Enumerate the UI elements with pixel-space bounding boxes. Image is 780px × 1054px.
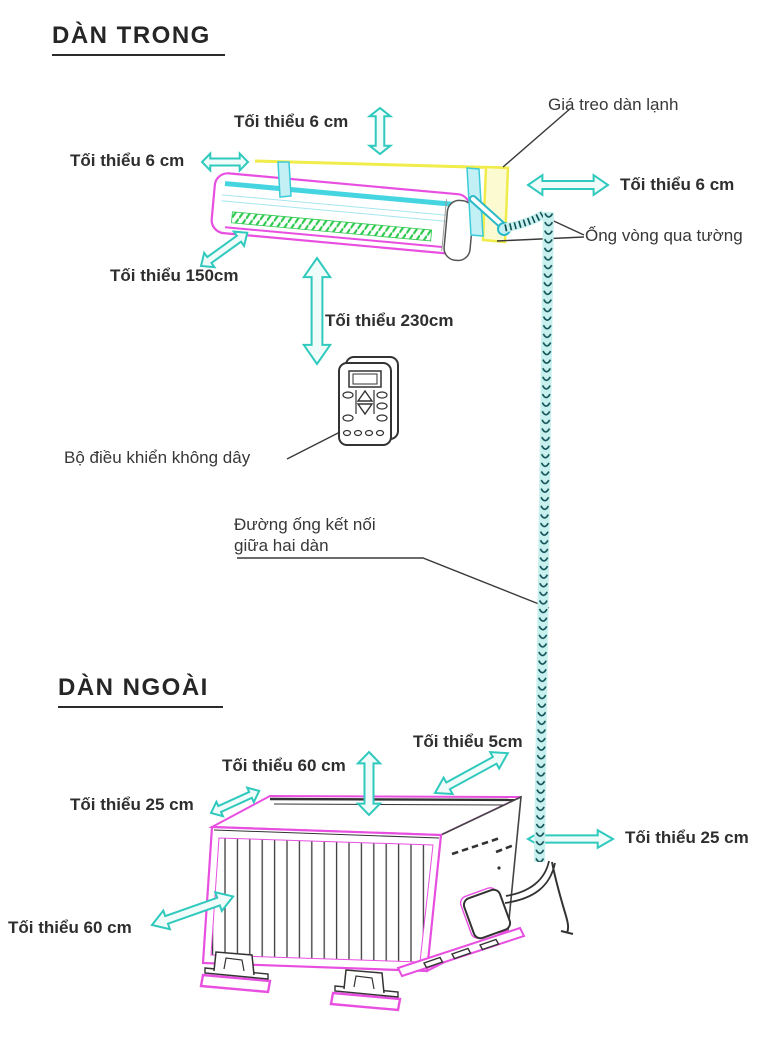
label-indoor-min-right: Tối thiểu 6 cm (620, 175, 735, 194)
remote-down-button (356, 403, 374, 416)
section-title-outdoor: DÀN NGOÀI (58, 674, 223, 708)
label-indoor-min-top: Tối thiểu 6 cm (234, 112, 349, 131)
label-wall-pipe: Ống vòng qua tường (585, 226, 743, 245)
louver-hatch (231, 211, 433, 242)
leader-bracket-label (502, 107, 572, 168)
pipe-to-outdoor-unit (504, 860, 574, 935)
section-title-indoor: DÀN TRONG (52, 22, 225, 56)
label-indoor-min-height: Tối thiểu 230cm (325, 311, 454, 330)
label-outdoor-min-top: Tối thiểu 60 cm (222, 756, 346, 775)
connecting-pipe-coil (533, 211, 554, 863)
outdoor-unit (199, 794, 526, 1012)
wall-pipe (469, 195, 547, 236)
label-indoor-min-left: Tối thiểu 6 cm (70, 151, 185, 170)
valve-connection-box (462, 888, 512, 940)
label-outdoor-min-front: Tối thiểu 60 cm (8, 918, 132, 937)
label-outdoor-min-right: Tối thiểu 25 cm (625, 828, 749, 847)
mounting-foot-left (199, 951, 272, 994)
clearance-arrow-indoor-top (368, 107, 392, 155)
label-connecting-pipe-line2: giữa hai dàn (234, 536, 329, 556)
label-outdoor-min-left: Tối thiểu 25 cm (70, 795, 194, 814)
leader-pipe-label (237, 557, 550, 609)
label-connecting-pipe: Đường ống kết nối giữa hai dàn (234, 514, 376, 557)
label-connecting-pipe-line1: Đường ống kết nối (234, 515, 376, 534)
label-indoor-min-floor: Tối thiểu 150cm (110, 266, 239, 285)
label-bracket: Giá treo dàn lạnh (548, 95, 679, 114)
mounting-foot-center (329, 969, 402, 1012)
clearance-arrow-indoor-right (527, 174, 609, 196)
remote-control (338, 356, 399, 446)
label-remote: Bộ điều khiển không dây (64, 448, 251, 467)
clearance-arrow-indoor-left (201, 152, 249, 172)
clearance-arrow-outdoor-back (429, 744, 514, 803)
side-vent-slots (451, 836, 501, 856)
base-rail-right (396, 926, 526, 978)
front-grille (210, 837, 434, 963)
indoor-unit (210, 172, 475, 262)
leader-remote-label (286, 430, 343, 460)
label-outdoor-min-back: Tối thiểu 5cm (413, 732, 523, 751)
leader-wall-pipe-2 (496, 236, 585, 242)
remote-up-button (356, 389, 374, 402)
clearance-arrow-outdoor-top (357, 751, 381, 816)
